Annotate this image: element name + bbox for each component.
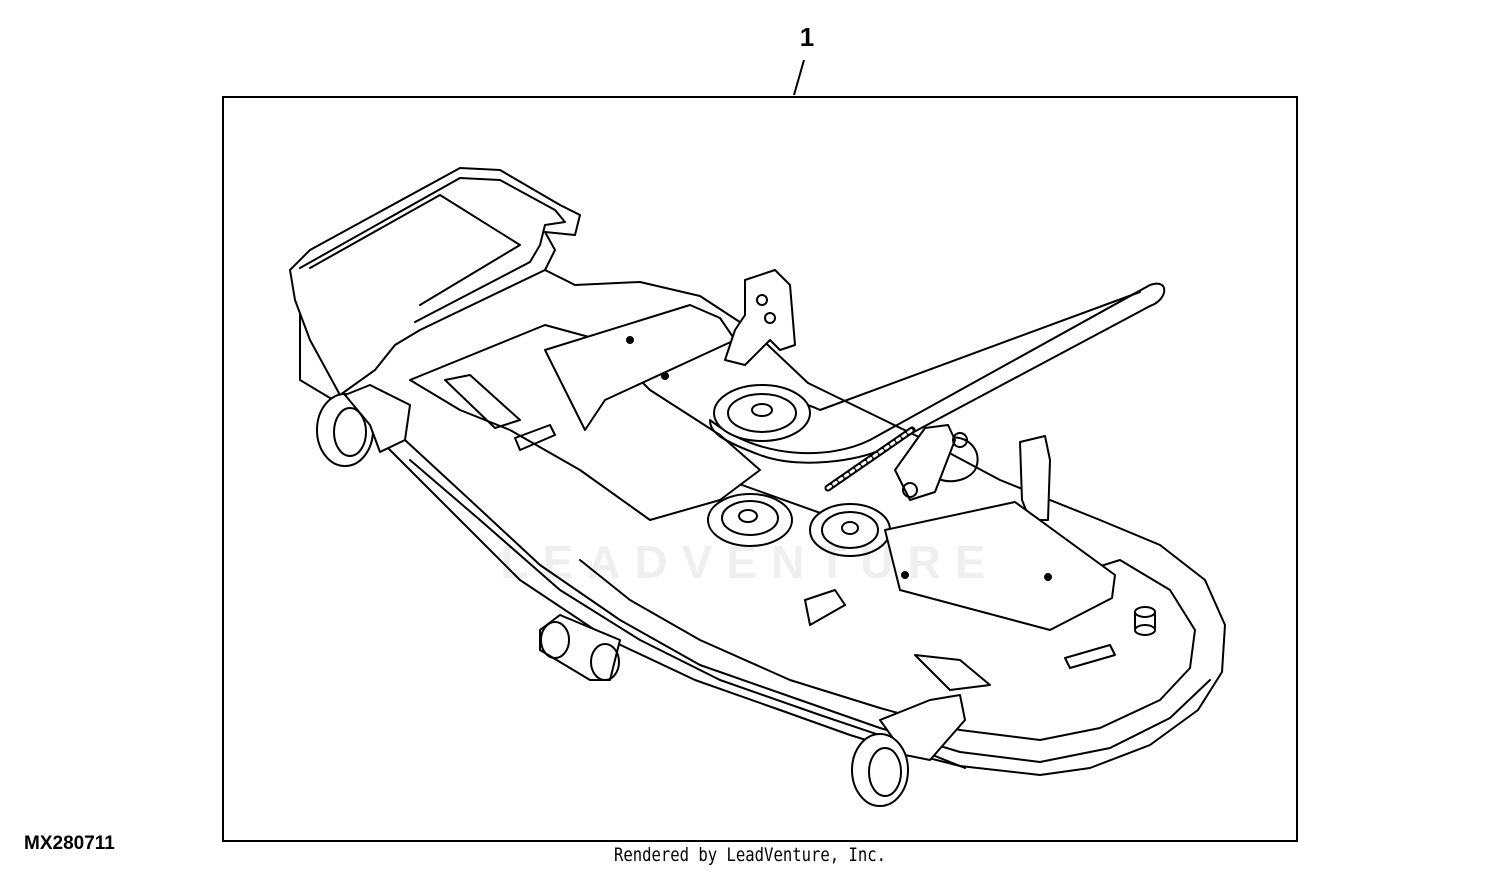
idler-arm: [894, 424, 956, 501]
deck-label: [1064, 644, 1116, 669]
wheel-left-bracket: [344, 384, 411, 453]
drive-belt: [709, 282, 1166, 464]
roller-front: [539, 614, 621, 681]
deck-decal: [914, 654, 991, 691]
top-shield: [544, 304, 736, 431]
watermark: LEADVENTURE: [500, 536, 1000, 588]
pulley-center: [809, 503, 891, 557]
deck-slot-mid: [514, 424, 556, 451]
knob: [1134, 606, 1156, 618]
discharge-chute: [289, 167, 581, 396]
wheel-right: [851, 733, 909, 807]
callout-number: 1: [799, 22, 815, 52]
render-credit: Rendered by LeadVenture, Inc.: [613, 844, 887, 866]
belt-cover: [884, 501, 1116, 631]
illustration-frame: [222, 96, 1298, 842]
pulley-top: [713, 384, 811, 442]
right-post: [1019, 435, 1051, 521]
deck-slot-left: [444, 374, 521, 429]
pulley-left: [707, 493, 793, 547]
deck-rim: [404, 439, 1211, 763]
tension-spring: [824, 426, 916, 492]
figure-id: MX280711: [24, 833, 115, 854]
mounting-bracket: [724, 269, 796, 366]
